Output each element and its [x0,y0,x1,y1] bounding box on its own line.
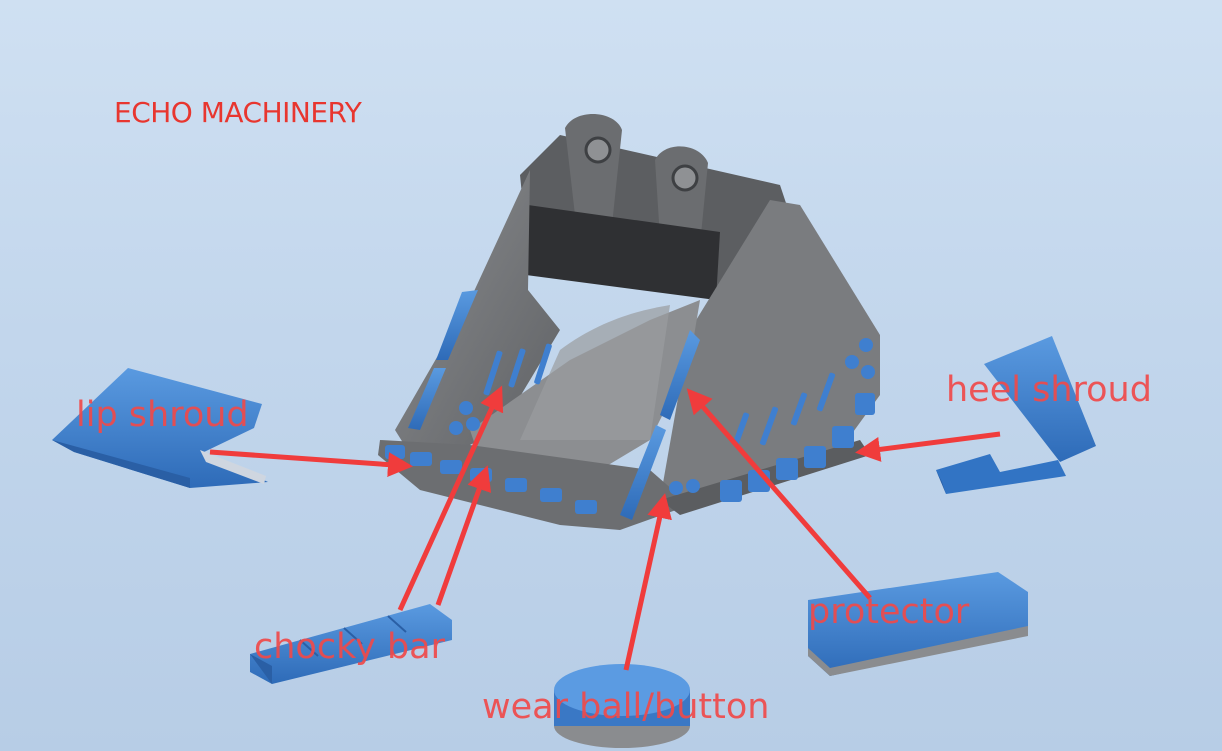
arrow-chocky-bar-a [397,385,504,612]
label-heel-shroud: heel shroud [946,370,1152,410]
label-chocky-bar: chocky bar [254,627,445,667]
bucket [378,113,880,530]
arrow-heel-shroud [855,431,1001,462]
label-protector: protector [808,592,970,632]
bucket-chocky-bars [483,343,836,446]
label-wear-button: wear ball/button [482,687,770,727]
pointer-arrows [209,385,1001,671]
chocky-bar-part [250,604,452,684]
bucket-wear-buttons [449,338,875,495]
arrow-chocky-bar-b [435,465,492,606]
protector-part [808,572,1028,676]
bucket-protectors [408,290,700,520]
heel-shroud-part [936,336,1096,494]
arrow-wear-button [623,493,672,671]
arrow-protector [686,388,872,600]
label-lip-shroud: lip shroud [76,395,249,435]
bucket-heel-shrouds [720,393,875,502]
brand-title: ECHO MACHINERY [114,96,362,129]
wear-button-part [554,664,690,748]
arrow-lip-shroud [209,449,413,478]
lip-shroud-part [52,368,268,488]
